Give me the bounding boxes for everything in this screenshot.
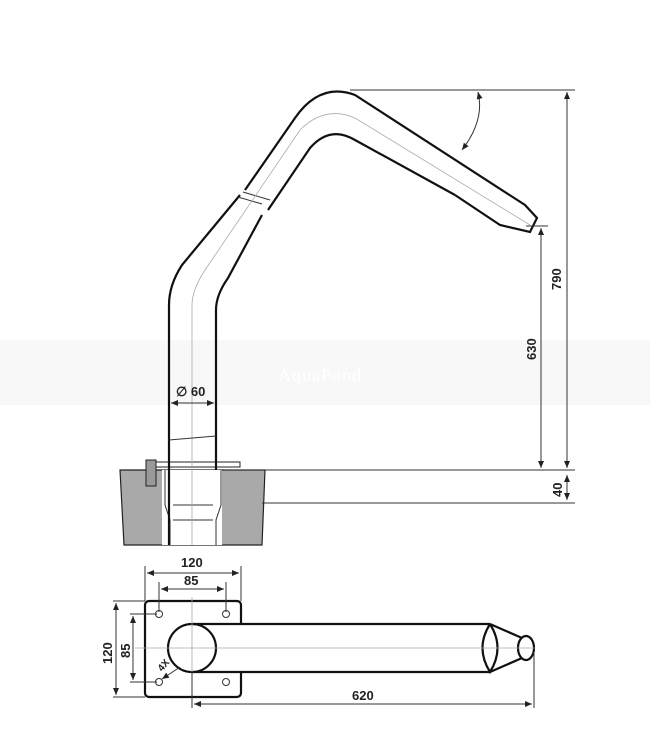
pipe-elevation — [167, 90, 539, 545]
ground-foundation — [119, 459, 266, 546]
height-outlet-label: 630 — [524, 338, 539, 360]
elevation-dimensions — [171, 89, 575, 504]
hole-spacing-y-label: 85 — [118, 644, 133, 658]
diameter-label: ∅ 60 — [176, 384, 205, 399]
plate-height-label: 120 — [100, 642, 115, 664]
hole-spacing-x-label: 85 — [184, 573, 198, 588]
plan-dimensions — [113, 566, 535, 708]
plate-width-label: 120 — [181, 555, 203, 570]
watermark: AquaPond — [278, 365, 362, 385]
anchor-bolt — [145, 459, 157, 487]
length-label: 620 — [352, 688, 374, 703]
height-total-label: 790 — [549, 268, 564, 290]
base-depth-label: 40 — [550, 483, 565, 497]
plan-view — [135, 597, 536, 700]
